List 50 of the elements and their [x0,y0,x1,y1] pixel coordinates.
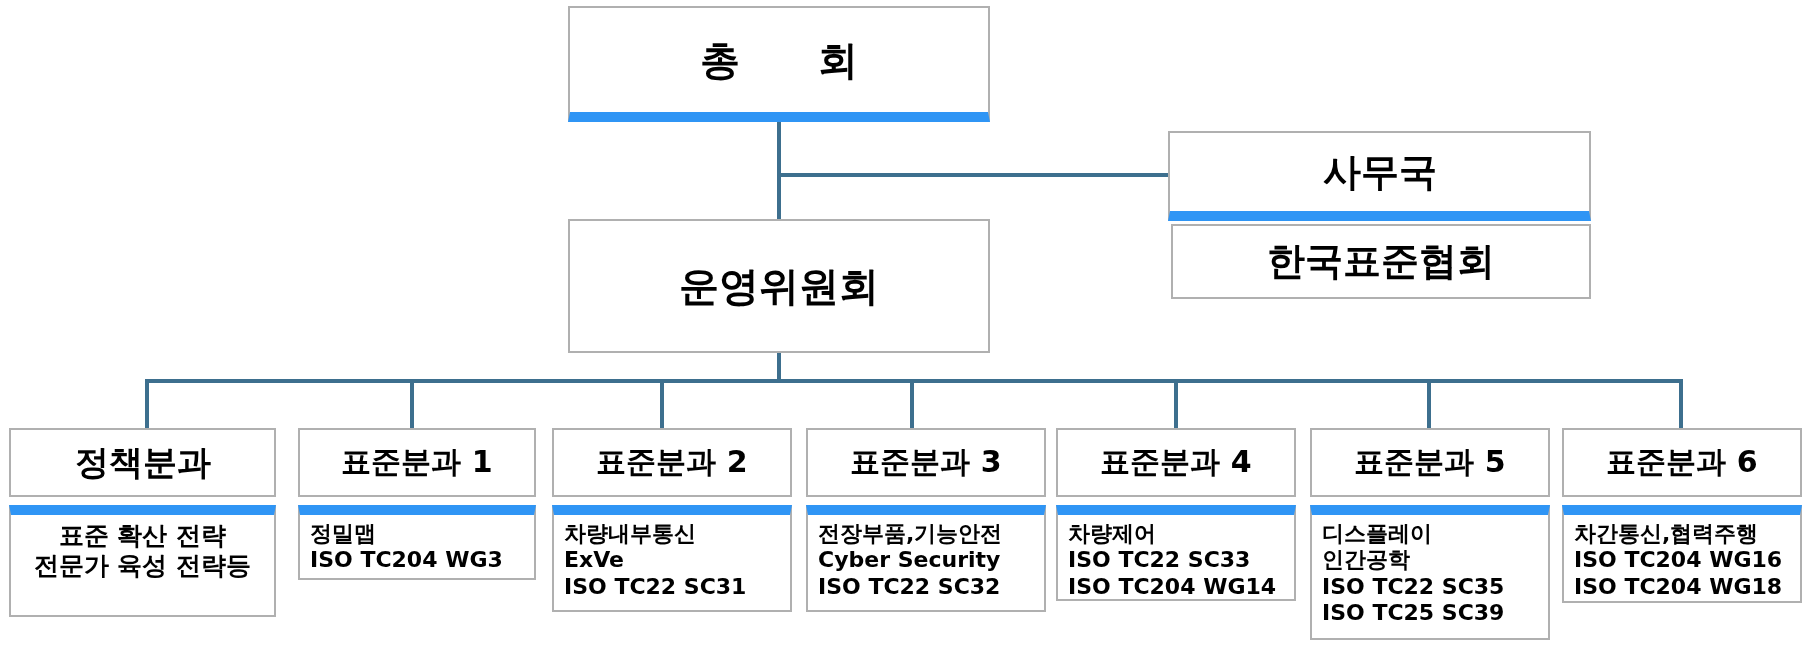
text: 표준 확산 전략 [58,521,227,551]
text: 인간공학 [1322,547,1411,574]
text: 차량제어 [1068,521,1157,548]
text: 한국표준협회 [1267,238,1495,285]
title-box [806,428,1046,497]
text: 전장부품,기능안전 [818,521,1004,548]
title-box [568,219,990,353]
text: 표준분과 2 [596,443,748,481]
title-box [9,428,276,497]
member-box [1310,505,1550,640]
title-box [568,6,990,122]
text: 표준분과 5 [1354,443,1506,481]
text: 표준분과 6 [1606,443,1758,481]
title-box [298,428,536,497]
member-box [298,505,536,580]
title-box [552,428,792,497]
text: ISO TC204 WG14 [1068,573,1278,601]
text: 표준분과 4 [1100,443,1252,481]
text: ISO TC22 SC35 [1322,573,1506,601]
title-box [1168,131,1591,221]
member-box [806,505,1046,612]
text: ISO TC25 SC39 [1322,600,1506,627]
text: 디스플레이 [1322,521,1433,548]
text: ISO TC22 SC32 [818,573,1002,601]
member-box [9,505,276,617]
text: 정밀맵 [310,521,377,548]
title-box [1562,428,1802,497]
text: 총 회 [700,35,858,85]
text: 표준분과 3 [850,443,1002,481]
text: 차간통신,협력주행 [1574,521,1760,548]
connector-line [777,122,781,219]
title-box [1171,224,1591,299]
text: ISO TC204 WG3 [310,547,504,574]
text: 운영위원회 [679,261,879,311]
member-box [1562,505,1802,603]
text: 표준분과 1 [341,443,493,481]
text: Cyber Security [818,547,1002,574]
title-box [1056,428,1296,497]
text: ISO TC22 SC33 [1068,547,1252,574]
member-box [1056,505,1296,601]
text: ExVe [564,547,625,574]
text: ISO TC204 WG16 [1574,547,1784,574]
text: 전문가 육성 전략등 [33,551,252,581]
member-box [552,505,792,612]
text: 차량내부통신 [564,521,697,548]
title-box [1310,428,1550,497]
text: 사무국 [1322,148,1437,196]
text: ISO TC22 SC31 [564,573,748,601]
text: ISO TC204 WG18 [1574,573,1784,601]
text: 정책분과 [74,440,211,484]
